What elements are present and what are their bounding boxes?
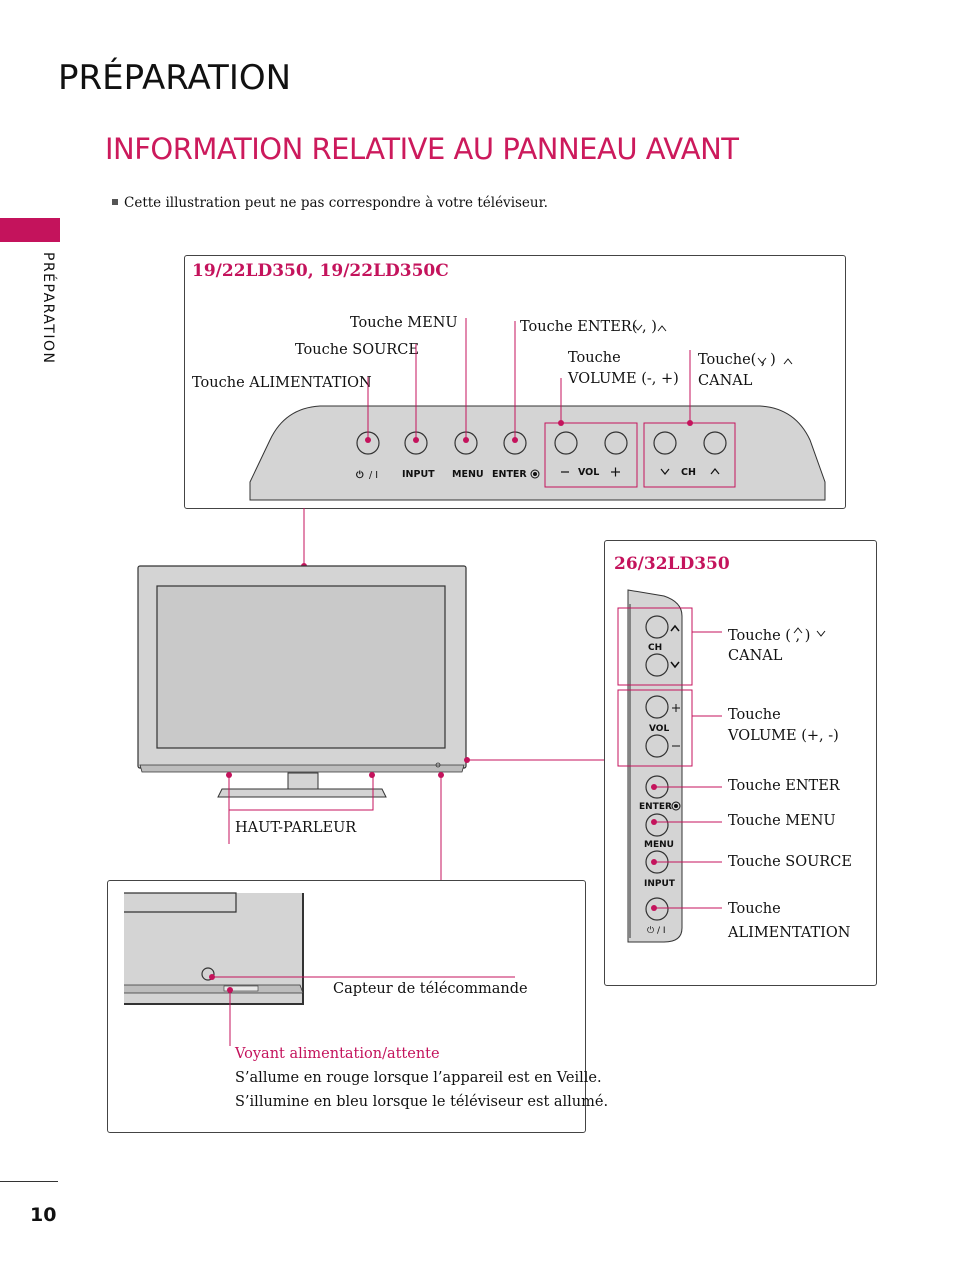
svg-text:VOL: VOL — [649, 724, 669, 734]
indicator-detail-box — [107, 880, 586, 1133]
svg-text:CH: CH — [648, 643, 662, 653]
side-tab-marker — [0, 218, 60, 242]
side-panel-box — [604, 540, 877, 986]
side-label-source: Touche SOURCE — [728, 854, 852, 870]
side-vol-plus-button — [645, 695, 669, 719]
svg-text:/ I: / I — [369, 470, 378, 481]
top-mark-input: INPUT — [402, 469, 435, 480]
side-label-channel-2: CANAL — [728, 648, 783, 664]
top-vol-plus-button — [604, 431, 628, 455]
page-title: INFORMATION RELATIVE AU PANNEAU AVANT — [105, 132, 739, 166]
indicator-desc-1: S’allume en rouge lorsque l’appareil est… — [235, 1070, 602, 1086]
top-panel-model: 19/22LD350, 19/22LD350C — [192, 261, 449, 281]
top-mark-menu: MENU — [452, 469, 484, 480]
side-ch-up-button — [645, 615, 669, 639]
illustration-note: Cette illustration peut ne pas correspon… — [112, 195, 548, 211]
top-control-panel — [249, 405, 826, 501]
indicator-title: Voyant alimentation/attente — [235, 1046, 440, 1062]
side-label-volume-1: Touche — [728, 707, 781, 723]
top-label-enter: Touche ENTER( , ) — [520, 319, 657, 335]
side-label-menu: Touche MENU — [728, 813, 836, 829]
top-ch-down-button — [653, 431, 677, 455]
bullet-square-icon — [112, 199, 118, 205]
top-label-source: Touche SOURCE — [295, 342, 419, 358]
top-vol-minus-button — [554, 431, 578, 455]
remote-sensor-label: Capteur de télécommande — [333, 981, 528, 997]
top-label-menu: Touche MENU — [350, 315, 458, 331]
page-number: 10 — [30, 1204, 57, 1226]
power-indicator-icon — [223, 985, 259, 992]
side-vol-minus-button — [645, 734, 669, 758]
top-label-volume-2: VOLUME (-, +) — [568, 371, 679, 387]
svg-text:MENU: MENU — [644, 840, 674, 850]
side-label-enter: Touche ENTER — [728, 778, 840, 794]
top-mark-enter: ENTER — [492, 469, 527, 480]
side-label-channel-1: Touche ( , ) — [728, 628, 811, 644]
tv-screen — [156, 585, 446, 749]
svg-text:⏻: ⏻ — [356, 469, 364, 481]
side-label-volume-2: VOLUME (+, -) — [728, 728, 839, 744]
side-label-power-1: Touche — [728, 901, 781, 917]
page-rule — [0, 1181, 58, 1182]
svg-text:ENTER: ENTER — [639, 802, 672, 812]
speaker-label: HAUT-PARLEUR — [235, 820, 357, 836]
side-panel-model: 26/32LD350 — [614, 554, 730, 574]
indicator-desc-2: S’illumine en bleu lorsque le téléviseur… — [235, 1094, 609, 1110]
side-ch-down-button — [645, 653, 669, 677]
side-menu-button — [645, 813, 669, 837]
svg-text:INPUT: INPUT — [644, 879, 676, 889]
top-ch-up-button — [703, 431, 727, 455]
section-title: PRÉPARATION — [58, 58, 292, 98]
top-mark-ch: CH — [681, 467, 696, 478]
top-label-volume-1: Touche — [568, 350, 621, 366]
side-section-label: PRÉPARATION — [40, 252, 56, 365]
top-label-channel-1: Touche( , ) — [698, 352, 776, 368]
top-mark-vol: VOL — [578, 467, 599, 478]
svg-text:⏻ / I: ⏻ / I — [647, 925, 666, 936]
note-text: Cette illustration peut ne pas correspon… — [124, 195, 548, 211]
top-label-channel-2: CANAL — [698, 373, 753, 389]
side-label-power-2: ALIMENTATION — [728, 925, 851, 941]
side-power-button — [645, 897, 669, 921]
top-label-power: Touche ALIMENTATION — [192, 375, 372, 391]
